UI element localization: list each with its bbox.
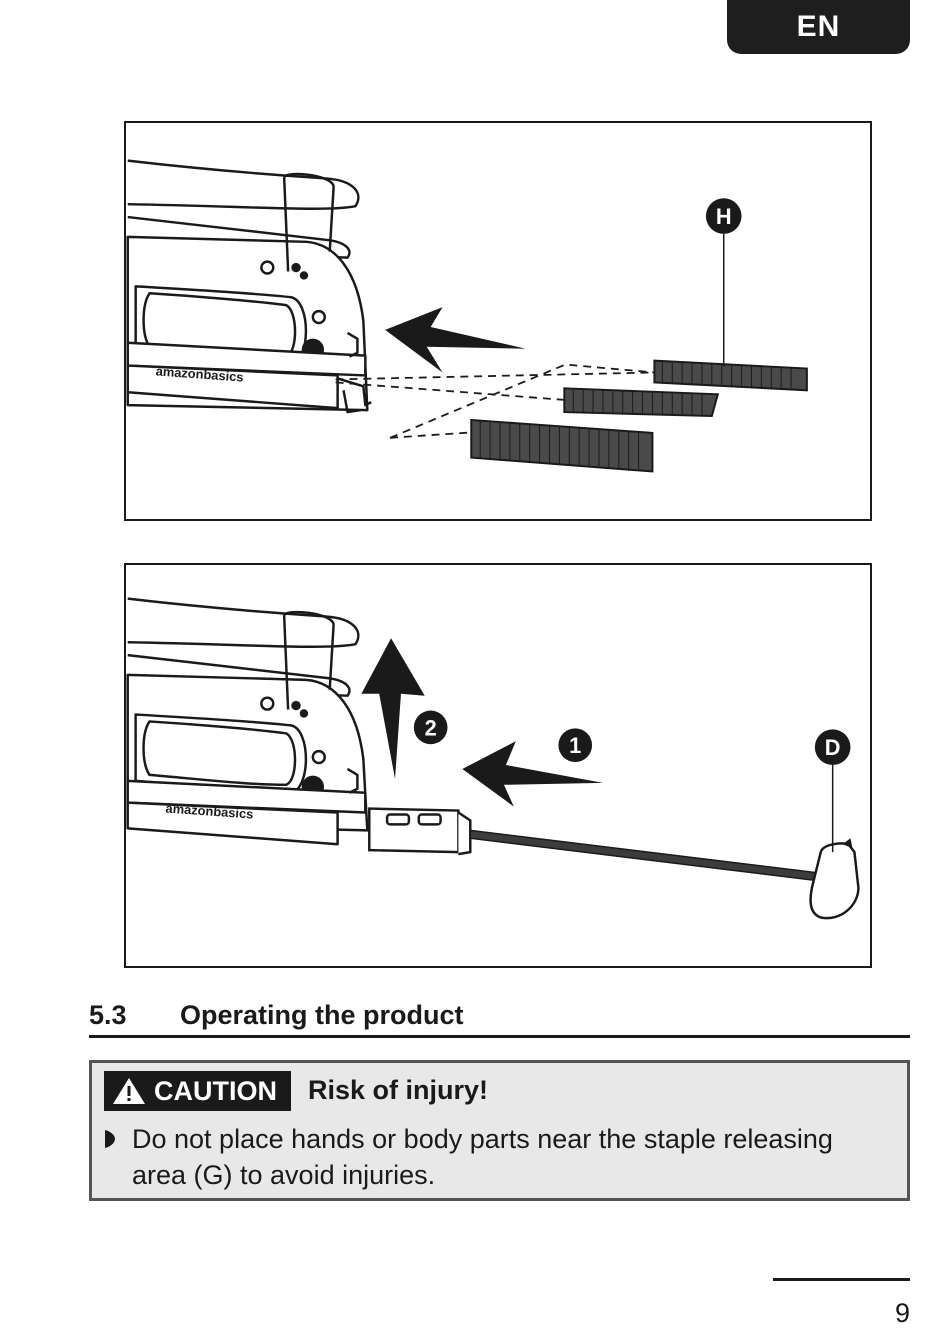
figure-loading-staples: amazonbasics H <box>124 121 872 521</box>
bullet-icon <box>104 1121 118 1193</box>
caution-title: Risk of injury! <box>308 1075 489 1105</box>
warning-icon <box>113 1078 145 1104</box>
step-2-marker <box>413 710 448 745</box>
lift-arrow <box>361 638 425 779</box>
caution-text: Do not place hands or body parts near th… <box>132 1124 833 1190</box>
section-heading: 5.3 Operating the product <box>89 998 910 1038</box>
footer-rule <box>773 1278 910 1281</box>
stapler-illustration: amazonbasics H <box>126 159 808 473</box>
section-title: Operating the product <box>180 1000 464 1030</box>
staple-strips <box>470 359 808 473</box>
pusher-knob <box>809 842 860 920</box>
guide-lines <box>335 363 655 439</box>
callout-d-marker <box>814 729 851 766</box>
section-number: 5.3 <box>89 1000 127 1030</box>
language-tab: EN <box>727 0 910 54</box>
caution-badge: CAUTION <box>104 1071 291 1111</box>
step-1-label: 1 <box>569 733 581 758</box>
push-arrow <box>462 741 603 807</box>
caution-badge-label: CAUTION <box>154 1075 277 1106</box>
brand-label: amazonbasics <box>165 801 254 822</box>
pusher-rod <box>469 829 828 883</box>
step-2-label: 2 <box>425 715 437 740</box>
caution-box: CAUTION Risk of injury! Do not place han… <box>89 1060 910 1201</box>
callout-d-label: D <box>825 735 841 760</box>
callout-h-label: H <box>716 204 732 229</box>
callout-h-marker <box>705 198 742 234</box>
stapler-rod-illustration: amazonbasics D 2 1 <box>126 597 860 920</box>
figure-closing-magazine: amazonbasics D 2 1 <box>124 563 872 968</box>
step-1-marker <box>558 728 593 763</box>
list-item: Do not place hands or body parts near th… <box>104 1121 894 1193</box>
page-number: 9 <box>894 1298 910 1328</box>
language-label: EN <box>796 10 841 43</box>
insert-arrow <box>385 307 526 373</box>
brand-label: amazonbasics <box>155 363 244 384</box>
pusher-block <box>368 807 472 856</box>
